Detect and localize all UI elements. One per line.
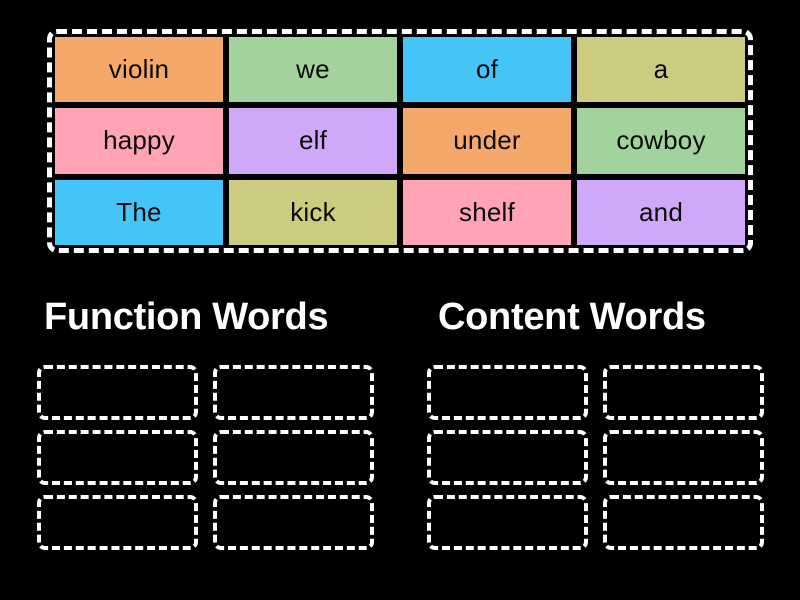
drop-slot[interactable] — [603, 365, 764, 420]
drop-slot[interactable] — [213, 495, 374, 550]
drop-slot[interactable] — [213, 430, 374, 485]
drop-slot[interactable] — [213, 365, 374, 420]
word-tile[interactable]: under — [403, 108, 571, 174]
word-tile[interactable]: shelf — [403, 179, 571, 245]
drop-slot[interactable] — [427, 430, 588, 485]
word-tile[interactable]: we — [229, 37, 397, 103]
drop-slot[interactable] — [603, 495, 764, 550]
word-tile[interactable]: of — [403, 37, 571, 103]
word-tile[interactable]: cowboy — [577, 108, 745, 174]
drop-group-content-words — [427, 365, 764, 550]
word-tile[interactable]: happy — [55, 108, 223, 174]
word-tile[interactable]: elf — [229, 108, 397, 174]
category-heading-content-words: Content Words — [438, 296, 706, 338]
word-tile[interactable]: violin — [55, 37, 223, 103]
drop-slot[interactable] — [37, 495, 198, 550]
drop-slot[interactable] — [37, 365, 198, 420]
drop-group-function-words — [37, 365, 374, 550]
word-tile[interactable]: a — [577, 37, 745, 103]
word-tile[interactable]: kick — [229, 179, 397, 245]
word-bank-container: violin we of a happy elf under cowboy Th… — [47, 29, 753, 253]
word-tile[interactable]: The — [55, 179, 223, 245]
category-heading-function-words: Function Words — [44, 296, 329, 338]
word-bank-grid: violin we of a happy elf under cowboy Th… — [55, 37, 745, 245]
drop-slot[interactable] — [427, 495, 588, 550]
drop-slot[interactable] — [37, 430, 198, 485]
drop-slot[interactable] — [603, 430, 764, 485]
word-tile[interactable]: and — [577, 179, 745, 245]
drop-slot[interactable] — [427, 365, 588, 420]
